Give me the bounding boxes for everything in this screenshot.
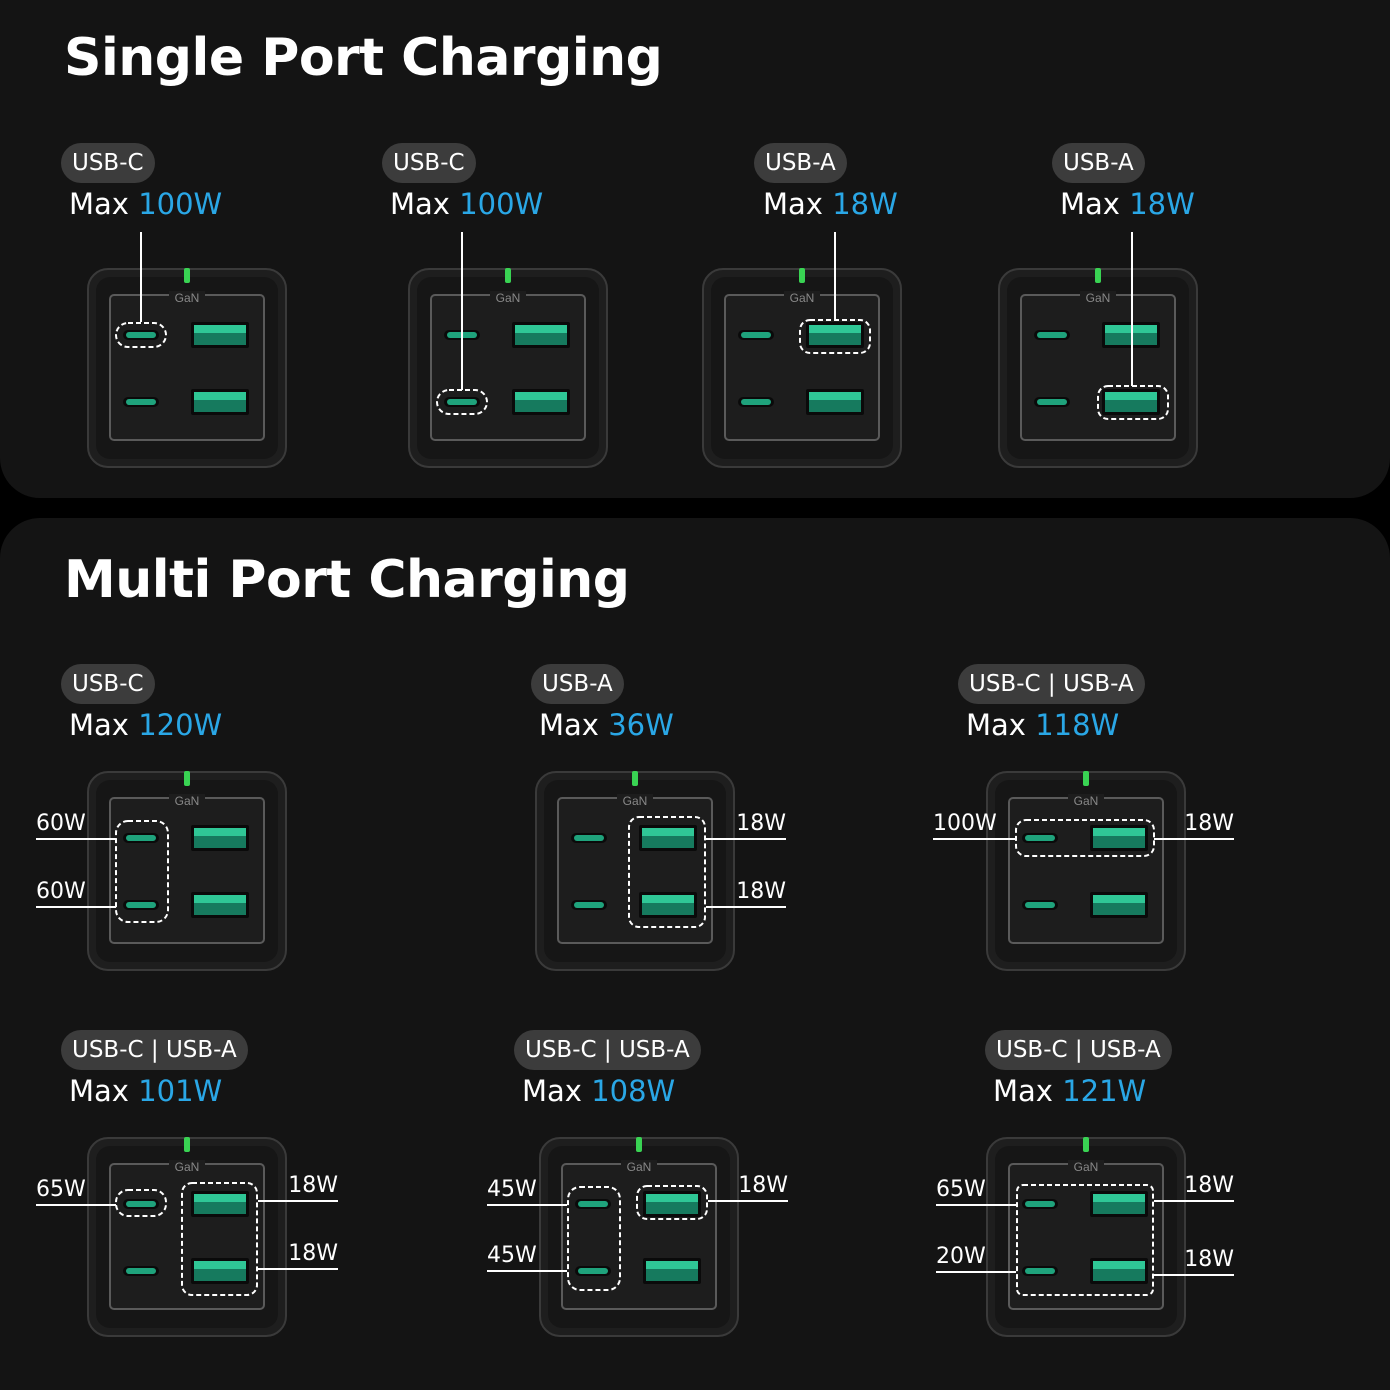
charger-device: GaN <box>539 1137 739 1337</box>
port-wattage-label: 60W <box>36 811 116 840</box>
max-power: Max 36W <box>539 708 674 742</box>
max-power: Max 101W <box>69 1074 223 1108</box>
svg-text:GaN: GaN <box>1074 794 1099 808</box>
port-badge: USB-C <box>61 143 155 183</box>
port-wattage-label: 65W <box>36 1177 116 1206</box>
port-badge: USB-C | USB-A <box>61 1030 248 1070</box>
port-wattage-label: 18W <box>706 811 786 840</box>
port-wattage-label: 45W <box>487 1243 567 1272</box>
port-wattage-label: 18W <box>1154 1247 1234 1276</box>
svg-text:GaN: GaN <box>175 794 200 808</box>
charger-device: GaN <box>87 268 287 468</box>
max-power: Max 18W <box>1060 187 1195 221</box>
section-title-single: Single Port Charging <box>64 28 663 88</box>
leader-line <box>834 232 836 320</box>
port-wattage-label: 100W <box>933 811 1015 840</box>
port-wattage-label: 18W <box>1154 1173 1234 1202</box>
port-badge: USB-A <box>531 664 624 704</box>
charger-device: GaN <box>87 1137 287 1337</box>
port-badge: USB-C <box>382 143 476 183</box>
charger-device: GaN <box>408 268 608 468</box>
max-power: Max 108W <box>522 1074 676 1108</box>
svg-text:GaN: GaN <box>175 1160 200 1174</box>
svg-text:GaN: GaN <box>790 291 815 305</box>
charger-device: GaN <box>87 771 287 971</box>
port-badge: USB-C <box>61 664 155 704</box>
port-wattage-label: 18W <box>708 1173 788 1202</box>
svg-text:GaN: GaN <box>1074 1160 1099 1174</box>
port-badge: USB-A <box>754 143 847 183</box>
port-badge: USB-C | USB-A <box>514 1030 701 1070</box>
port-wattage-label: 18W <box>258 1173 338 1202</box>
charger-device: GaN <box>535 771 735 971</box>
charger-device: GaN <box>986 1137 1186 1337</box>
max-power: Max 100W <box>69 187 223 221</box>
max-power: Max 118W <box>966 708 1120 742</box>
single-port-panel: Single Port Charging USB-C Max 100W GaN … <box>0 0 1390 498</box>
port-badge: USB-C | USB-A <box>958 664 1145 704</box>
leader-line <box>140 232 142 322</box>
svg-text:GaN: GaN <box>627 1160 652 1174</box>
port-badge: USB-C | USB-A <box>985 1030 1172 1070</box>
port-wattage-label: 65W <box>936 1177 1016 1206</box>
max-power: Max 100W <box>390 187 544 221</box>
port-wattage-label: 18W <box>258 1241 338 1270</box>
port-wattage-label: 45W <box>487 1177 567 1206</box>
section-title-multi: Multi Port Charging <box>64 550 630 610</box>
max-power: Max 121W <box>993 1074 1147 1108</box>
charger-device: GaN <box>998 268 1198 468</box>
max-power: Max 120W <box>69 708 223 742</box>
port-wattage-label: 60W <box>36 879 116 908</box>
leader-line <box>461 232 463 390</box>
charger-device: GaN <box>702 268 902 468</box>
multi-port-panel: Multi Port Charging USB-C Max 120W GaN 6… <box>0 518 1390 1390</box>
svg-text:GaN: GaN <box>496 291 521 305</box>
svg-text:GaN: GaN <box>623 794 648 808</box>
svg-text:GaN: GaN <box>175 291 200 305</box>
svg-text:GaN: GaN <box>1086 291 1111 305</box>
port-wattage-label: 20W <box>936 1244 1016 1273</box>
max-power: Max 18W <box>763 187 898 221</box>
leader-line <box>1131 232 1133 386</box>
charger-device: GaN <box>986 771 1186 971</box>
port-badge: USB-A <box>1052 143 1145 183</box>
port-wattage-label: 18W <box>706 879 786 908</box>
port-wattage-label: 18W <box>1154 811 1234 840</box>
